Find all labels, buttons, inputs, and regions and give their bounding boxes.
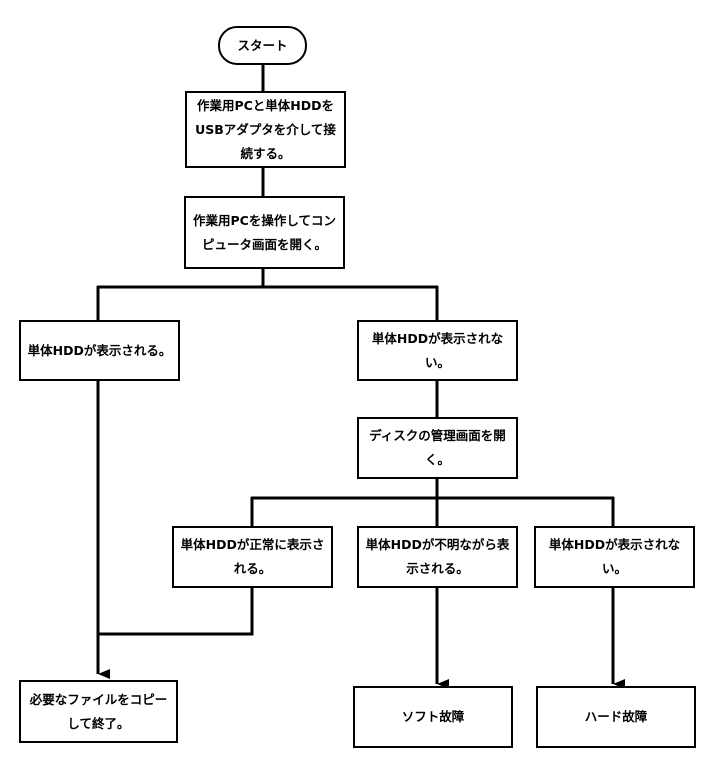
node-hdd-not-shown: 単体HDDが表示されない。 [357, 320, 518, 381]
node-connect: 作業用PCと単体HDDをUSBアダプタを介して接続する。 [185, 91, 346, 168]
node-hdd-normal: 単体HDDが正常に表示される。 [172, 526, 333, 588]
node-hdd-unknown: 単体HDDが不明ながら表示される。 [357, 526, 518, 588]
node-hard-failure: ハード故障 [536, 686, 696, 748]
node-hdd-shown: 単体HDDが表示される。 [19, 320, 180, 381]
node-start: スタート [218, 26, 307, 65]
node-open-computer: 作業用PCを操作してコンピュータ画面を開く。 [184, 196, 345, 269]
connector-normal-to-merge [98, 587, 254, 636]
node-open-disk-management: ディスクの管理画面を開く。 [357, 417, 518, 479]
node-copy-and-finish: 必要なファイルをコピーして終了。 [19, 680, 178, 743]
node-soft-failure: ソフト故障 [353, 686, 513, 748]
node-hdd-not-shown-2: 単体HDDが表示されない。 [534, 526, 695, 588]
